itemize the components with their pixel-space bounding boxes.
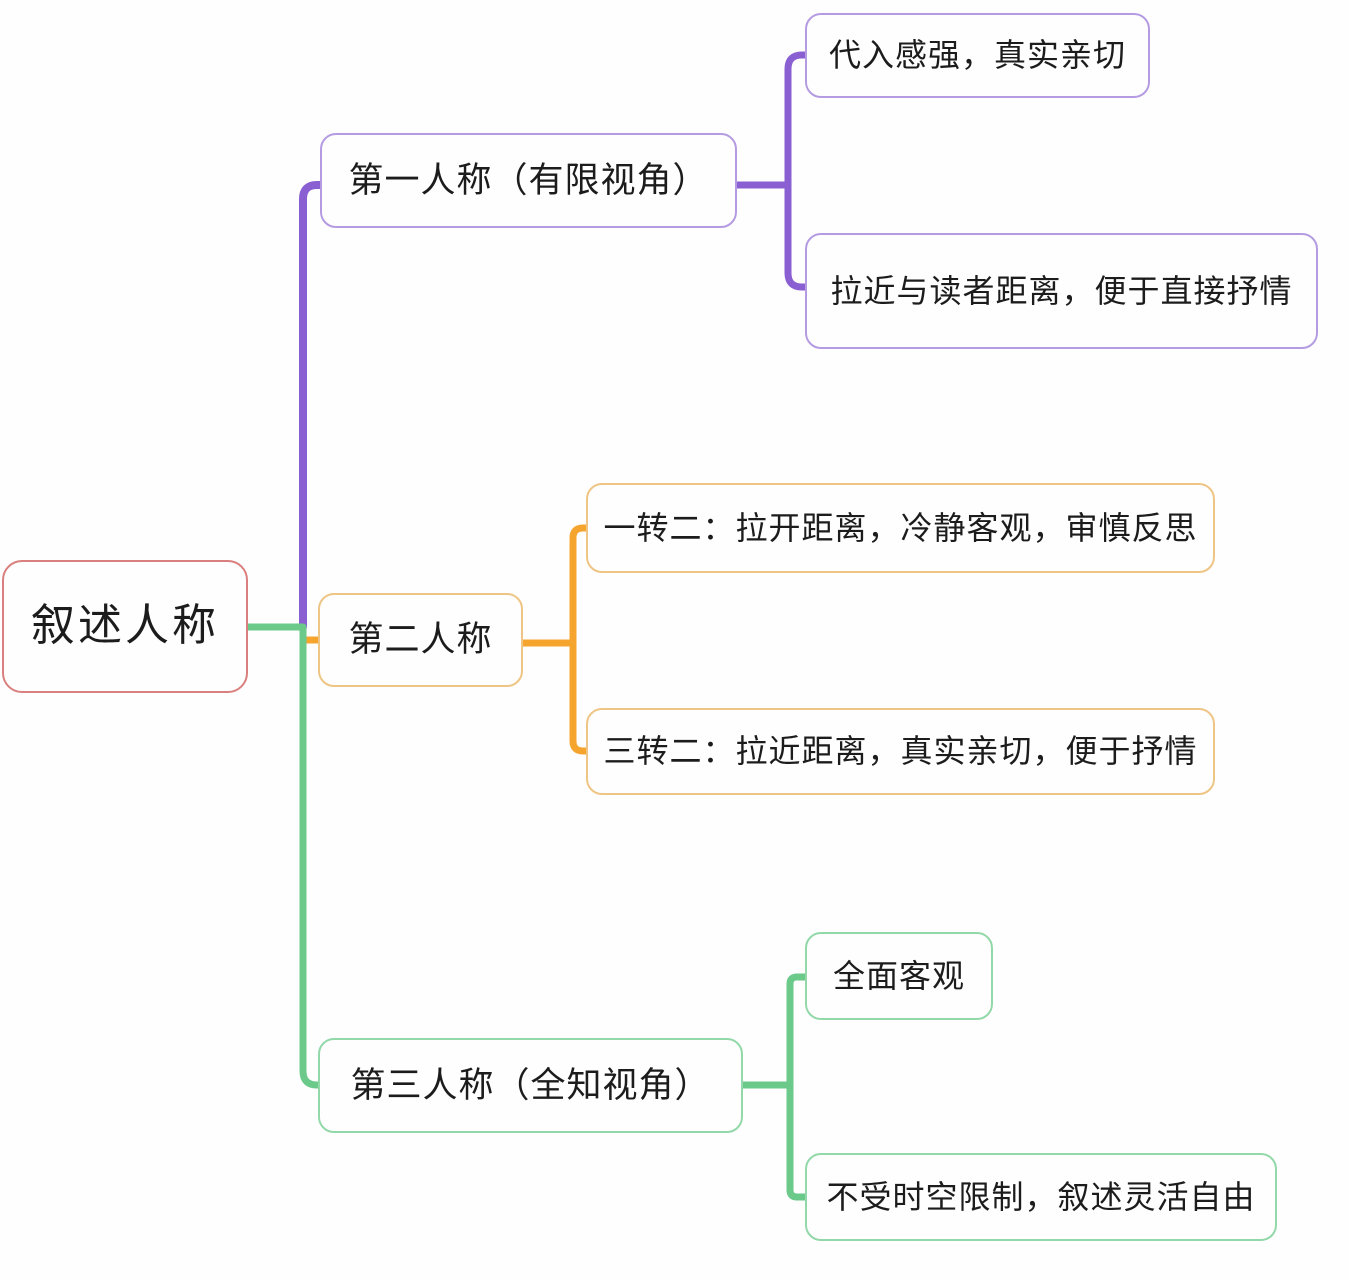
leaf-node-unbound-flexible: 不受时空限制，叙述灵活自由 bbox=[805, 1153, 1277, 1241]
branch-node-first-person: 第一人称（有限视角） bbox=[320, 133, 737, 228]
leaf-node-label: 全面客观 bbox=[832, 956, 965, 995]
branch-node-second-person: 第二人称 bbox=[318, 593, 523, 687]
branch-node-label: 第三人称（全知视角） bbox=[350, 1065, 711, 1106]
leaf-node-label: 代入感强，真实亲切 bbox=[828, 36, 1126, 75]
leaf-node-comprehensive-objective: 全面客观 bbox=[805, 932, 993, 1020]
leaf-node-first-to-second: 一转二：拉开距离，冷静客观，审慎反思 bbox=[586, 483, 1215, 573]
connector-root-to-first-person bbox=[299, 181, 325, 631]
leaf-node-label: 三转二：拉近距离，真实亲切，便于抒情 bbox=[603, 732, 1198, 771]
leaf-node-closer-to-reader: 拉近与读者距离，便于直接抒情 bbox=[805, 233, 1318, 349]
connector-root-to-third-person bbox=[299, 623, 324, 1089]
root-node-label: 叙述人称 bbox=[31, 600, 219, 652]
branch-node-label: 第二人称 bbox=[348, 620, 493, 660]
leaf-node-immersive-authentic: 代入感强，真实亲切 bbox=[805, 13, 1150, 98]
leaf-node-label: 拉近与读者距离，便于直接抒情 bbox=[830, 271, 1293, 310]
branch-node-label: 第一人称（有限视角） bbox=[348, 160, 709, 201]
branch-node-third-person: 第三人称（全知视角） bbox=[318, 1038, 743, 1133]
connector-second-person-children bbox=[569, 524, 592, 755]
connector-third-person-children bbox=[786, 973, 810, 1201]
root-node-narrative-person: 叙述人称 bbox=[2, 560, 248, 693]
leaf-node-third-to-second: 三转二：拉近距离，真实亲切，便于抒情 bbox=[586, 708, 1215, 795]
leaf-node-label: 不受时空限制，叙述灵活自由 bbox=[826, 1177, 1256, 1216]
leaf-node-label: 一转二：拉开距离，冷静客观，审慎反思 bbox=[603, 508, 1198, 547]
connector-first-person-children bbox=[784, 51, 810, 291]
